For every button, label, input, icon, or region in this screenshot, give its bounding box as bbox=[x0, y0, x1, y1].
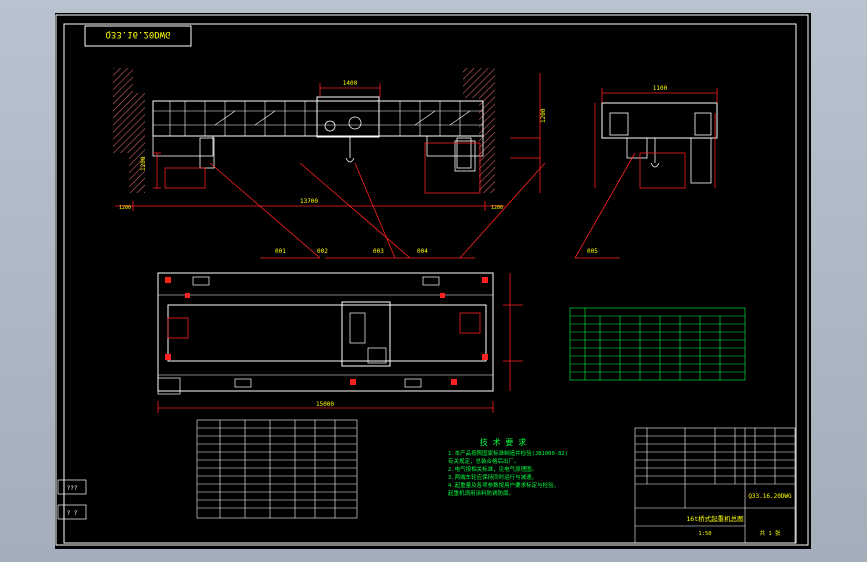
left-ext-text: 1200 bbox=[119, 205, 131, 211]
title-name: 16t桥式起重机总图 bbox=[686, 514, 743, 523]
front-elevation-view: 13700 1400 1200 1200 1200 1200 bbox=[113, 68, 547, 211]
plan-width-text: 15000 bbox=[316, 401, 334, 408]
left-wall-hatch bbox=[113, 68, 145, 193]
trolley-dim-text: 1400 bbox=[343, 80, 358, 87]
right-height-text: 1200 bbox=[540, 108, 547, 123]
note-line: 起重机须用涂料防锈防腐。 bbox=[448, 489, 514, 497]
side-stamp: ??? ? ? bbox=[57, 479, 87, 520]
notes-title: 技 术 要 求 bbox=[480, 437, 526, 447]
outer-frame bbox=[55, 14, 809, 546]
plan-girders bbox=[167, 304, 487, 362]
right-wall-hatch bbox=[463, 68, 495, 193]
drawing-code-text: Q33.16.20DWG bbox=[105, 29, 170, 39]
leader-label: 004 bbox=[417, 248, 428, 255]
leader-lines bbox=[209, 152, 636, 259]
crane-drawing-sheet: Q33.16.20DWG bbox=[55, 14, 809, 546]
title-block: 16t桥式起重机总图 Q33.16.20DWG 1:50 共 1 张 bbox=[634, 427, 796, 544]
technical-notes: 技 术 要 求 1.本产品按照国家标准制造并检验(JB1000-82) 有关规定… bbox=[448, 437, 568, 497]
side-trolley-frame bbox=[601, 102, 718, 139]
component-list-table bbox=[196, 419, 358, 519]
plan-trolley bbox=[341, 301, 391, 367]
side-cab bbox=[690, 137, 712, 184]
leader-label: 003 bbox=[373, 248, 384, 255]
front-dimensions bbox=[115, 73, 541, 211]
note-line: 有关规定，总装合格后出厂。 bbox=[448, 457, 520, 465]
title-sheet: 共 1 张 bbox=[760, 529, 781, 537]
plan-dimensions bbox=[157, 273, 523, 413]
side-top-dim-text: 1100 bbox=[653, 85, 668, 92]
title-scale: 1:50 bbox=[698, 531, 711, 537]
span-dim-text: 13700 bbox=[300, 198, 318, 205]
stamp-top-text: ??? bbox=[67, 485, 78, 492]
left-height-text: 1200 bbox=[140, 156, 147, 171]
note-line: 4.起重量及各项参数按用户要求标定与检验， bbox=[448, 481, 559, 489]
hook bbox=[345, 157, 355, 163]
leader-label: 002 bbox=[317, 248, 328, 255]
leader-label-group: 001 002 003 004 005 bbox=[275, 248, 598, 255]
note-line: 3.两端车轮应保持同时运行与减速。 bbox=[448, 473, 537, 481]
plan-outline bbox=[157, 272, 494, 392]
operator-cab bbox=[454, 140, 476, 172]
stamp-bottom-text: ? ? bbox=[67, 510, 78, 517]
side-elevation-view: 1100 bbox=[594, 85, 718, 189]
parameter-table bbox=[569, 307, 746, 381]
leader-label: 001 bbox=[275, 248, 286, 255]
leader-label: 005 bbox=[587, 248, 598, 255]
plan-view: 15000 bbox=[157, 272, 523, 413]
title-code: Q33.16.20DWG bbox=[748, 493, 792, 500]
bridge-girder bbox=[152, 100, 484, 137]
note-line: 1.本产品按照国家标准制造并检验(JB1000-82) bbox=[448, 449, 568, 457]
inner-frame bbox=[63, 23, 797, 544]
drawing-code-box: Q33.16.20DWG bbox=[84, 25, 192, 47]
side-dimensions bbox=[594, 88, 718, 189]
wheel-markers bbox=[165, 277, 488, 385]
cad-viewport[interactable]: Q33.16.20DWG bbox=[55, 13, 811, 549]
right-ext-text: 1200 bbox=[491, 205, 503, 211]
trolley bbox=[316, 96, 380, 138]
note-line: 2.电气按相关标准，见电气原理图。 bbox=[448, 465, 537, 473]
